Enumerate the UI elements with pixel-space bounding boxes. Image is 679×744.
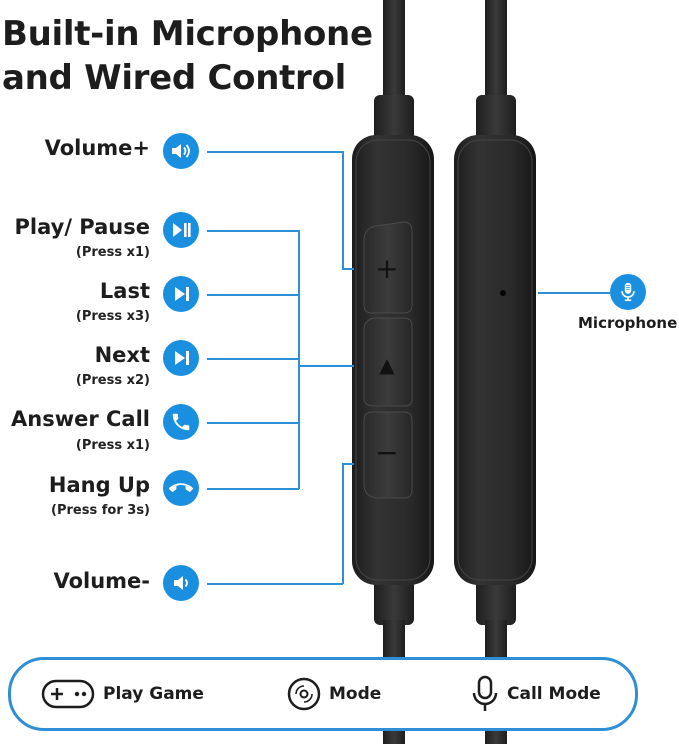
mode-play-game: Play Game	[41, 660, 204, 728]
title-line-2: and Wired Control	[2, 58, 346, 98]
phone-answer-icon	[163, 404, 199, 440]
remote-button-volume-down[interactable]: −	[363, 411, 413, 499]
sub-hang-up: (Press for 3s)	[51, 503, 150, 518]
microphone-label: Microphone	[578, 314, 678, 332]
previous-track-icon	[163, 276, 199, 312]
gamepad-icon	[41, 679, 95, 709]
label-hang-up: Hang Up	[48, 473, 150, 497]
sub-last: (Press x3)	[75, 309, 150, 324]
phone-hangup-icon	[163, 470, 199, 506]
volume-up-icon	[163, 133, 199, 169]
sub-next: (Press x2)	[75, 373, 150, 388]
mode-music-label: Mode	[329, 684, 382, 704]
next-track-icon	[163, 340, 199, 376]
microphone-icon	[610, 274, 646, 310]
label-last: Last	[99, 279, 150, 303]
microphone-outline-icon	[472, 675, 498, 711]
sub-play-pause: (Press x1)	[75, 245, 150, 260]
mode-music: Mode	[287, 660, 381, 728]
sub-answer-call: (Press x1)	[75, 438, 150, 453]
label-play-pause: Play/ Pause	[14, 215, 150, 239]
mode-call: Call Mode	[471, 660, 601, 728]
volume-down-icon	[163, 565, 199, 601]
mode-play-game-label: Play Game	[103, 684, 204, 704]
remote-button-play[interactable]: ▲	[363, 317, 413, 407]
mic-housing	[454, 135, 536, 585]
play-pause-icon	[163, 212, 199, 248]
label-volume-down: Volume-	[53, 569, 150, 593]
mic-hole	[500, 290, 506, 296]
music-disc-icon	[287, 677, 321, 711]
remote-button-volume-up[interactable]: +	[363, 221, 413, 314]
plus-symbol: +	[375, 252, 398, 285]
label-answer-call: Answer Call	[11, 407, 150, 431]
label-volume-up: Volume+	[44, 136, 150, 160]
title-line-1: Built-in Microphone	[2, 14, 373, 54]
mode-bar: Play Game Mode Call Mode	[8, 657, 638, 731]
minus-symbol: −	[375, 436, 398, 469]
page-title: Built-in Microphone and Wired Control	[2, 12, 373, 100]
label-next: Next	[94, 343, 150, 367]
mode-call-label: Call Mode	[507, 684, 601, 704]
play-symbol: ▲	[379, 353, 395, 377]
